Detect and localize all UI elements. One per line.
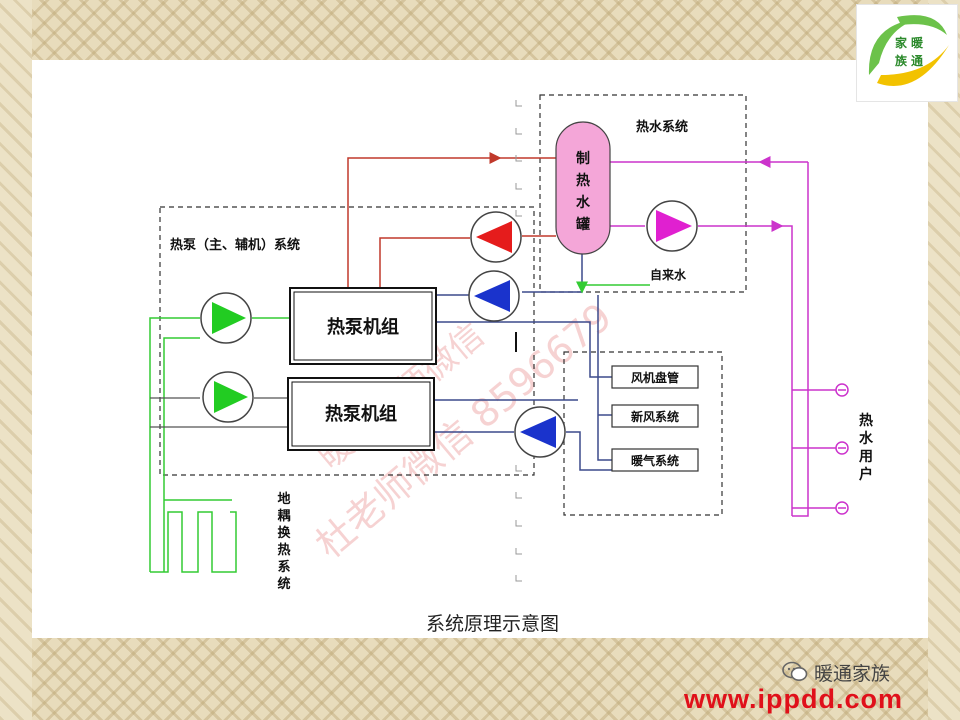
heat-pump-unit-1: 热泵机组 [289, 287, 437, 365]
hot-water-user-outlets [835, 383, 849, 515]
hot-water-tank: 制 热 水 罐 [555, 121, 611, 255]
terminal-fan-coil: 风机盘管 [611, 365, 699, 389]
tank-label-char-1: 制 [576, 150, 590, 167]
terminal-fresh-air-label: 新风系统 [631, 409, 679, 424]
ground-loop-pipes [149, 281, 650, 573]
blue-pipe-lower-return [566, 431, 612, 471]
ground-label-char-1: 地 [277, 491, 290, 507]
logo-leaf-green [868, 19, 917, 75]
logo-leaf-green-2 [897, 15, 947, 35]
diagram-caption: 系统原理示意图 [426, 613, 559, 635]
hot-water-system-label: 热水系统 [636, 119, 688, 135]
hot-water-system-box [539, 94, 747, 293]
green-pipe-ground-coil [150, 511, 237, 573]
decorative-border-top [0, 0, 960, 60]
red-pipe-top [347, 152, 502, 290]
heat-pump-unit-1-label: 热泵机组 [327, 316, 399, 338]
blue-pipe-unit1-out [436, 321, 612, 378]
heat-pump-unit-2: 热泵机组 [287, 377, 435, 451]
ground-label-char-6: 统 [277, 576, 290, 592]
magenta-pipe-supply [782, 225, 793, 516]
tank-label-char-2: 热 [576, 172, 590, 189]
terminal-fresh-air: 新风系统 [611, 404, 699, 428]
green-pipe-ground-return [163, 337, 200, 572]
hot-water-users-label: 热 水 用 户 [859, 412, 874, 483]
tank-label-char-4: 罐 [575, 216, 590, 233]
logo-char-4: 通 [911, 53, 923, 68]
tank-label-char-3: 水 [576, 194, 591, 211]
green-pipe-ground-supply [149, 317, 200, 572]
magenta-pipe-return [792, 162, 809, 517]
users-label-char-2: 水 [859, 430, 874, 447]
tap-water-label: 自来水 [650, 267, 687, 282]
brand-logo: 家 暖 族 通 [856, 4, 958, 102]
system-schematic: 暖通讲师微信 杜老师微信 8596679 热水系统 热泵（主、辅机）系统 [149, 94, 874, 635]
ground-label-char-5: 系 [277, 559, 290, 575]
pump-green-1 [200, 292, 252, 344]
pump-magenta [646, 200, 698, 252]
pump-red [470, 211, 522, 263]
diagram-canvas: 暖通讲师微信 杜老师微信 8596679 热水系统 热泵（主、辅机）系统 [32, 60, 928, 638]
red-pipe-mid [379, 237, 470, 290]
terminal-radiator: 暖气系统 [611, 448, 699, 472]
ground-label-char-2: 耦 [277, 508, 290, 524]
paragraph-marks [515, 100, 522, 582]
users-label-char-4: 户 [859, 466, 873, 483]
pump-green-2 [202, 371, 254, 423]
wechat-account-name: 暖通家族 [814, 662, 891, 685]
logo-swoosh-yellow [877, 45, 949, 86]
red-hot-supply-pipes [347, 152, 556, 290]
wechat-icon [782, 661, 808, 681]
ground-label-char-3: 换 [277, 525, 291, 541]
hot-water-user-pipes [610, 156, 836, 517]
unit2-pipes [150, 397, 288, 428]
users-label-char-1: 热 [859, 412, 873, 429]
decorative-border-left [0, 0, 32, 720]
decorative-border-right [928, 0, 960, 720]
heat-pump-system-box [159, 206, 535, 476]
blue-pipe-tank-return [522, 253, 583, 293]
terminal-radiator-label: 暖气系统 [631, 453, 679, 468]
blue-return-pipes [434, 253, 612, 471]
logo-char-3: 族 [895, 53, 908, 68]
logo-char-2: 暖 [911, 35, 924, 50]
green-tap-water-in [576, 281, 650, 294]
terminal-fan-coil-label: 风机盘管 [631, 370, 679, 385]
heat-pump-unit-2-label: 热泵机组 [325, 403, 397, 425]
pump-blue-1 [468, 270, 520, 322]
blue-pipe-bus-1 [597, 295, 612, 461]
wechat-account-tag: 暖通家族 [782, 660, 952, 685]
site-url: www.ippdd.com [684, 684, 903, 714]
pump-blue-2 [514, 406, 566, 458]
users-label-char-3: 用 [859, 449, 873, 465]
heat-pump-system-label: 热泵（主、辅机）系统 [170, 237, 300, 253]
ground-loop-label: 地 耦 换 热 系 统 [277, 491, 291, 592]
ground-label-char-4: 热 [277, 542, 290, 558]
logo-char-1: 家 [895, 35, 908, 50]
